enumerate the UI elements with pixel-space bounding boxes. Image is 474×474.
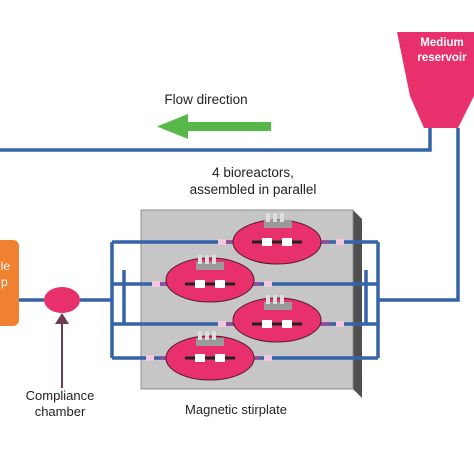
medium-reservoir: Medium reservoir — [397, 32, 474, 128]
pump: lle p — [0, 240, 19, 326]
bioreactors-label-line2: assembled in parallel — [190, 182, 317, 197]
reservoir-label-line2: reservoir — [417, 52, 467, 64]
bioreactor-3 — [112, 295, 378, 343]
compliance-label-line1: Compliance — [26, 388, 95, 403]
bioreactor-4 — [112, 331, 378, 381]
return-tubing — [0, 128, 432, 152]
bioreactors-label-line1: 4 bioreactors, — [212, 165, 294, 180]
compliance-label-line2: chamber — [35, 404, 86, 419]
compliance-chamber — [44, 287, 80, 388]
bioreactor-2 — [112, 255, 378, 303]
outlet-tubing — [364, 128, 460, 358]
flow-direction-arrow — [157, 114, 271, 139]
inlet-tubing — [19, 242, 126, 358]
flow-direction-label: Flow direction — [164, 92, 247, 107]
reservoir-label-line1: Medium — [420, 37, 463, 49]
pump-label-line2: p — [1, 275, 8, 289]
bioreactor-1 — [112, 213, 378, 265]
stirplate-label: Magnetic stirplate — [185, 402, 287, 417]
pump-label-line1: lle — [0, 259, 10, 273]
